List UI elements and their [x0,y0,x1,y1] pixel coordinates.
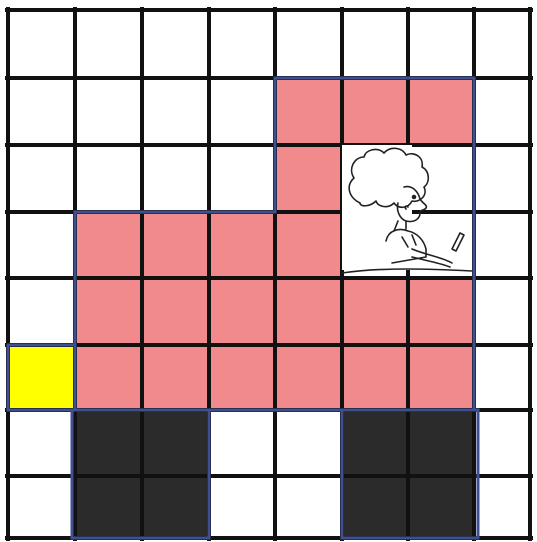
pink-cell [408,278,474,345]
eye [413,196,416,199]
pink-cell [342,345,408,410]
pink-cell [342,78,408,145]
pink-cell [275,278,342,345]
black-cell [408,476,474,538]
pink-cell [75,345,142,410]
pink-cell [75,278,142,345]
pink-cell [275,78,342,145]
pink-cell [342,278,408,345]
black-cell [142,476,209,538]
pink-cell [275,345,342,410]
pink-cell [209,212,275,278]
black-cell [75,410,142,476]
yellow-cell [8,345,75,410]
pink-cell [275,145,342,212]
pink-cell [209,278,275,345]
pink-cell [142,278,209,345]
pink-cell [275,212,342,278]
black-cell [342,476,408,538]
black-cell [142,410,209,476]
pink-cell [408,345,474,410]
pink-cell [75,212,142,278]
black-cell [342,410,408,476]
black-cell [408,410,474,476]
black-cell [75,476,142,538]
pink-cell [142,345,209,410]
pink-cell [408,78,474,145]
pink-cell [142,212,209,278]
pink-cell [209,345,275,410]
